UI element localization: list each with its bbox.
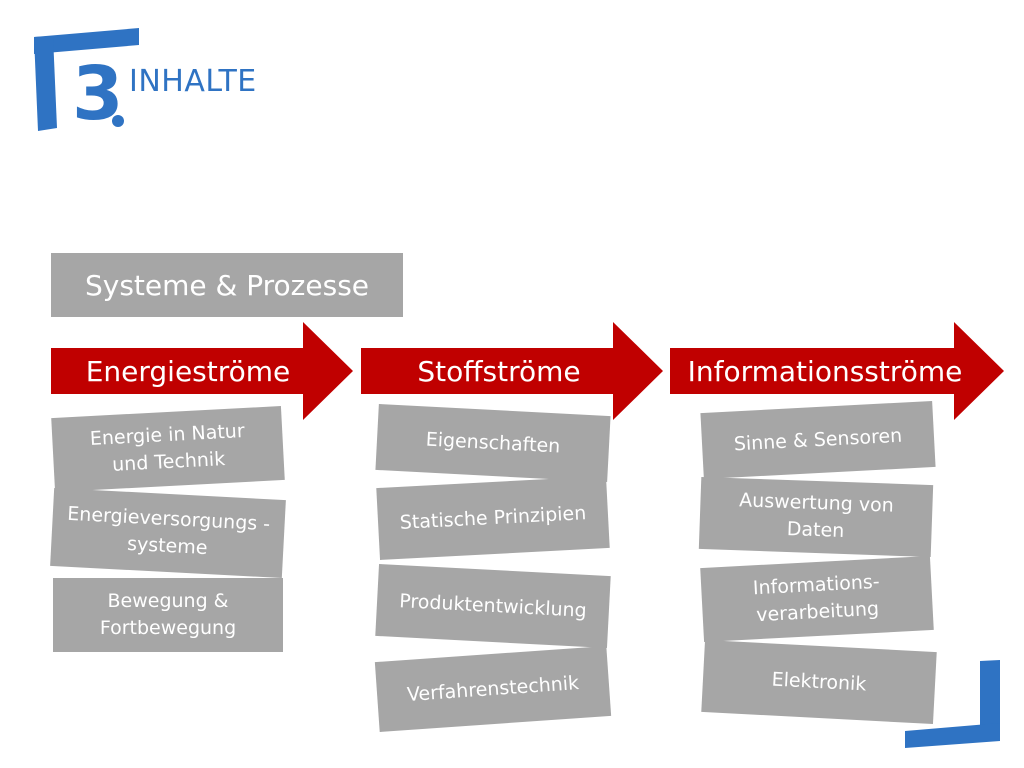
logo-number-3: 3: [34, 28, 139, 137]
card-eigenschaften: Eigenschaften: [375, 403, 611, 483]
logo-bracket-left: [34, 36, 57, 131]
card-energie-natur-technik: Energie in Natur und Technik: [51, 406, 285, 492]
card-auswertung-daten: Auswertung von Daten: [698, 476, 934, 558]
card-produktentwicklung: Produktentwicklung: [375, 563, 611, 649]
systeme-prozesse-header: Systeme & Prozesse: [51, 253, 403, 317]
arrow-informationsstroeme: Informationsströme: [670, 322, 1004, 420]
arrow-label: Energieströme: [85, 354, 291, 388]
arrow-shape: [361, 322, 663, 420]
arrow-stoffstroeme: Stoffströme: [361, 322, 663, 420]
slide-title: INHALTE: [129, 64, 257, 99]
card-statische-prinzipien: Statische Prinzipien: [376, 476, 610, 560]
card-verfahrenstechnik: Verfahrenstechnik: [374, 645, 612, 733]
corner-bracket-decoration: [905, 660, 1000, 748]
logo-bracket-top: [34, 28, 139, 54]
arrow-shape: [51, 322, 353, 420]
card-bewegung-fortbewegung: Bewegung & Fortbewegung: [53, 578, 283, 652]
card-energieversorgungssysteme: Energieversorgungs -systeme: [50, 487, 286, 579]
arrow-energiestroeme: Energieströme: [51, 322, 353, 420]
arrow-label: Stoffströme: [417, 354, 581, 388]
arrow-shape: [670, 322, 1004, 420]
arrow-label: Informationsströme: [687, 354, 963, 388]
card-sinne-sensoren: Sinne & Sensoren: [700, 400, 936, 480]
logo-dot: [112, 115, 124, 127]
card-informationsverarbeitung: Informations- verarbeitung: [700, 556, 934, 642]
